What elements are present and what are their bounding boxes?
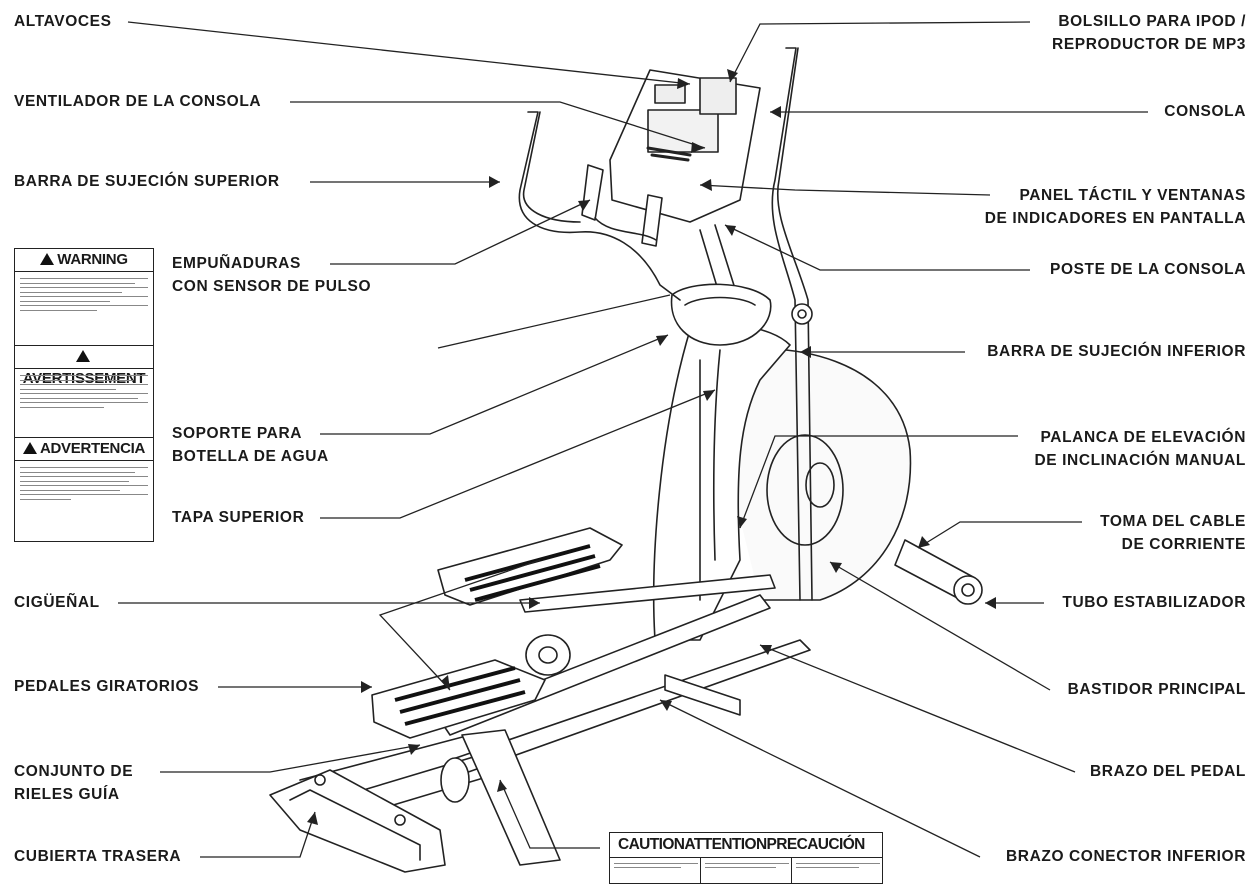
advertencia-fine-print	[20, 464, 148, 503]
warning-fine-print	[20, 275, 148, 314]
label-ciguenal: CIGÜEÑAL	[14, 594, 100, 611]
label-altavoces: ALTAVOCES	[14, 13, 112, 30]
label-bastidor: BASTIDOR PRINCIPAL	[1067, 681, 1246, 698]
label-poste: POSTE DE LA CONSOLA	[1050, 261, 1246, 278]
warning-section: WARNING	[15, 249, 153, 311]
label-tubo: TUBO ESTABILIZADOR	[1062, 594, 1246, 611]
pulse-grip-right	[641, 194, 663, 247]
warning-title: WARNING	[15, 249, 153, 272]
label-brazo-conector: BRAZO CONECTOR INFERIOR	[1006, 848, 1246, 865]
warning-triangle-icon	[75, 350, 90, 362]
flywheel	[766, 434, 844, 546]
upper-handlebar-right	[771, 47, 801, 601]
avertissement-fine-print	[20, 372, 148, 411]
label-barra-inferior: BARRA DE SUJECIÓN INFERIOR	[987, 343, 1246, 360]
label-cubierta: CUBIERTA TRASERA	[14, 848, 182, 865]
advertencia-title: ADVERTENCIA	[15, 438, 153, 461]
lower-connector-arm	[461, 729, 561, 866]
caution-fine-print-fr	[705, 860, 789, 871]
label-pedales: PEDALES GIRATORIOS	[14, 678, 200, 695]
upper-handlebar-left	[518, 111, 681, 301]
caution-title: CAUTIONATTENTIONPRECAUCIÓN	[610, 833, 882, 858]
crank	[525, 634, 571, 676]
avertissement-title: AVERTISSEMENT	[15, 346, 153, 387]
pulse-grip-left	[581, 164, 604, 221]
caution-fine-print-en	[614, 860, 698, 871]
warning-triangle-icon	[40, 253, 55, 265]
label-bolsillo: BOLSILLO PARA IPOD /REPRODUCTOR DE MP3	[1052, 13, 1246, 53]
caution-fine-print-es	[796, 860, 880, 871]
warning-label: WARNING AVERTISSEMENT ADVERTENCIA	[14, 248, 154, 542]
advertencia-section: ADVERTENCIA	[15, 437, 153, 500]
label-brazo-pedal: BRAZO DEL PEDAL	[1090, 763, 1246, 780]
top-cover	[652, 324, 791, 641]
avertissement-section: AVERTISSEMENT	[15, 345, 153, 408]
warning-triangle-icon	[22, 442, 37, 454]
pedal-arm-right	[519, 574, 776, 613]
label-barra-superior: BARRA DE SUJECIÓN SUPERIOR	[14, 173, 280, 190]
pedal-left	[371, 659, 546, 739]
label-tapa: TAPA SUPERIOR	[172, 509, 305, 526]
label-consola: CONSOLA	[1164, 103, 1246, 120]
rear-cover	[269, 769, 446, 873]
label-ventilador: VENTILADOR DE LA CONSOLA	[14, 93, 262, 110]
caution-label: CAUTIONATTENTIONPRECAUCIÓN	[609, 832, 883, 884]
